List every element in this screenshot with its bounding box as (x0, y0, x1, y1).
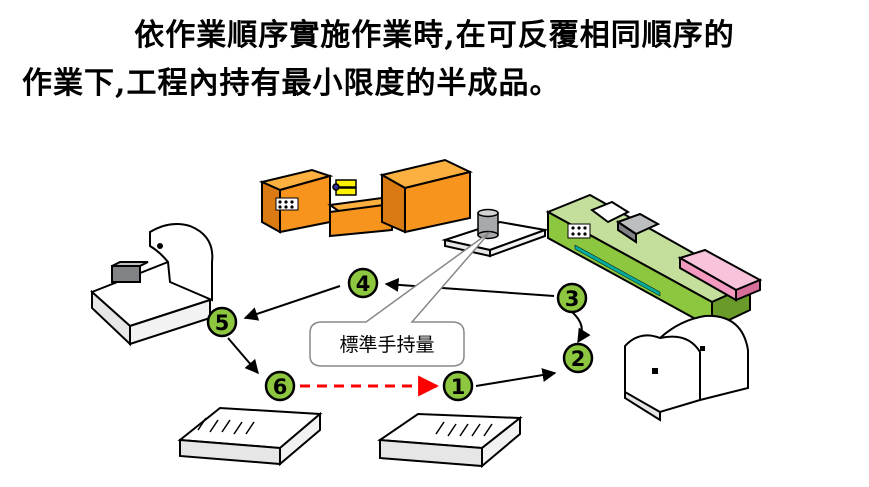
step-2-number: 2 (571, 347, 586, 371)
arrow-3-to-4 (384, 277, 555, 297)
step-2: 2 (562, 342, 594, 374)
orange-machine (258, 158, 473, 238)
step-5-number: 5 (215, 311, 230, 335)
step-4-number: 4 (356, 272, 371, 296)
yellow-spindle-icon (332, 179, 357, 196)
standard-wip-callout: 標準手持量 (309, 231, 491, 367)
arrow-5-to-6 (227, 337, 259, 375)
callout-label: 標準手持量 (339, 334, 434, 356)
control-panel-icon (278, 200, 294, 209)
step-5: 5 (206, 306, 238, 338)
arrow-3-to-2 (571, 311, 591, 344)
left-white-machine (90, 223, 214, 347)
title-line-2: 作業下,工程內持有最小限度的半成品。 (22, 66, 561, 101)
step-6-number: 6 (273, 375, 288, 399)
left-machine-button-icon (157, 243, 163, 249)
title-line-1: 依作業順序實施作業時,在可反覆相同順序的 (134, 18, 735, 53)
green-panel-icon (571, 226, 587, 236)
step-3: 3 (556, 282, 588, 314)
bottom-right-tray (377, 412, 523, 469)
step-4: 4 (347, 267, 379, 299)
step-3-number: 3 (565, 287, 580, 311)
bottom-left-tray (177, 406, 323, 467)
right-machine-button-icon (652, 346, 705, 374)
flow-arrows (227, 277, 591, 387)
arrow-1-to-2 (475, 368, 557, 387)
step-1: 1 (442, 370, 474, 402)
step-1-number: 1 (451, 375, 466, 399)
right-white-machine (624, 314, 749, 422)
arrow-4-to-5 (243, 285, 341, 321)
step-6: 6 (264, 370, 296, 402)
